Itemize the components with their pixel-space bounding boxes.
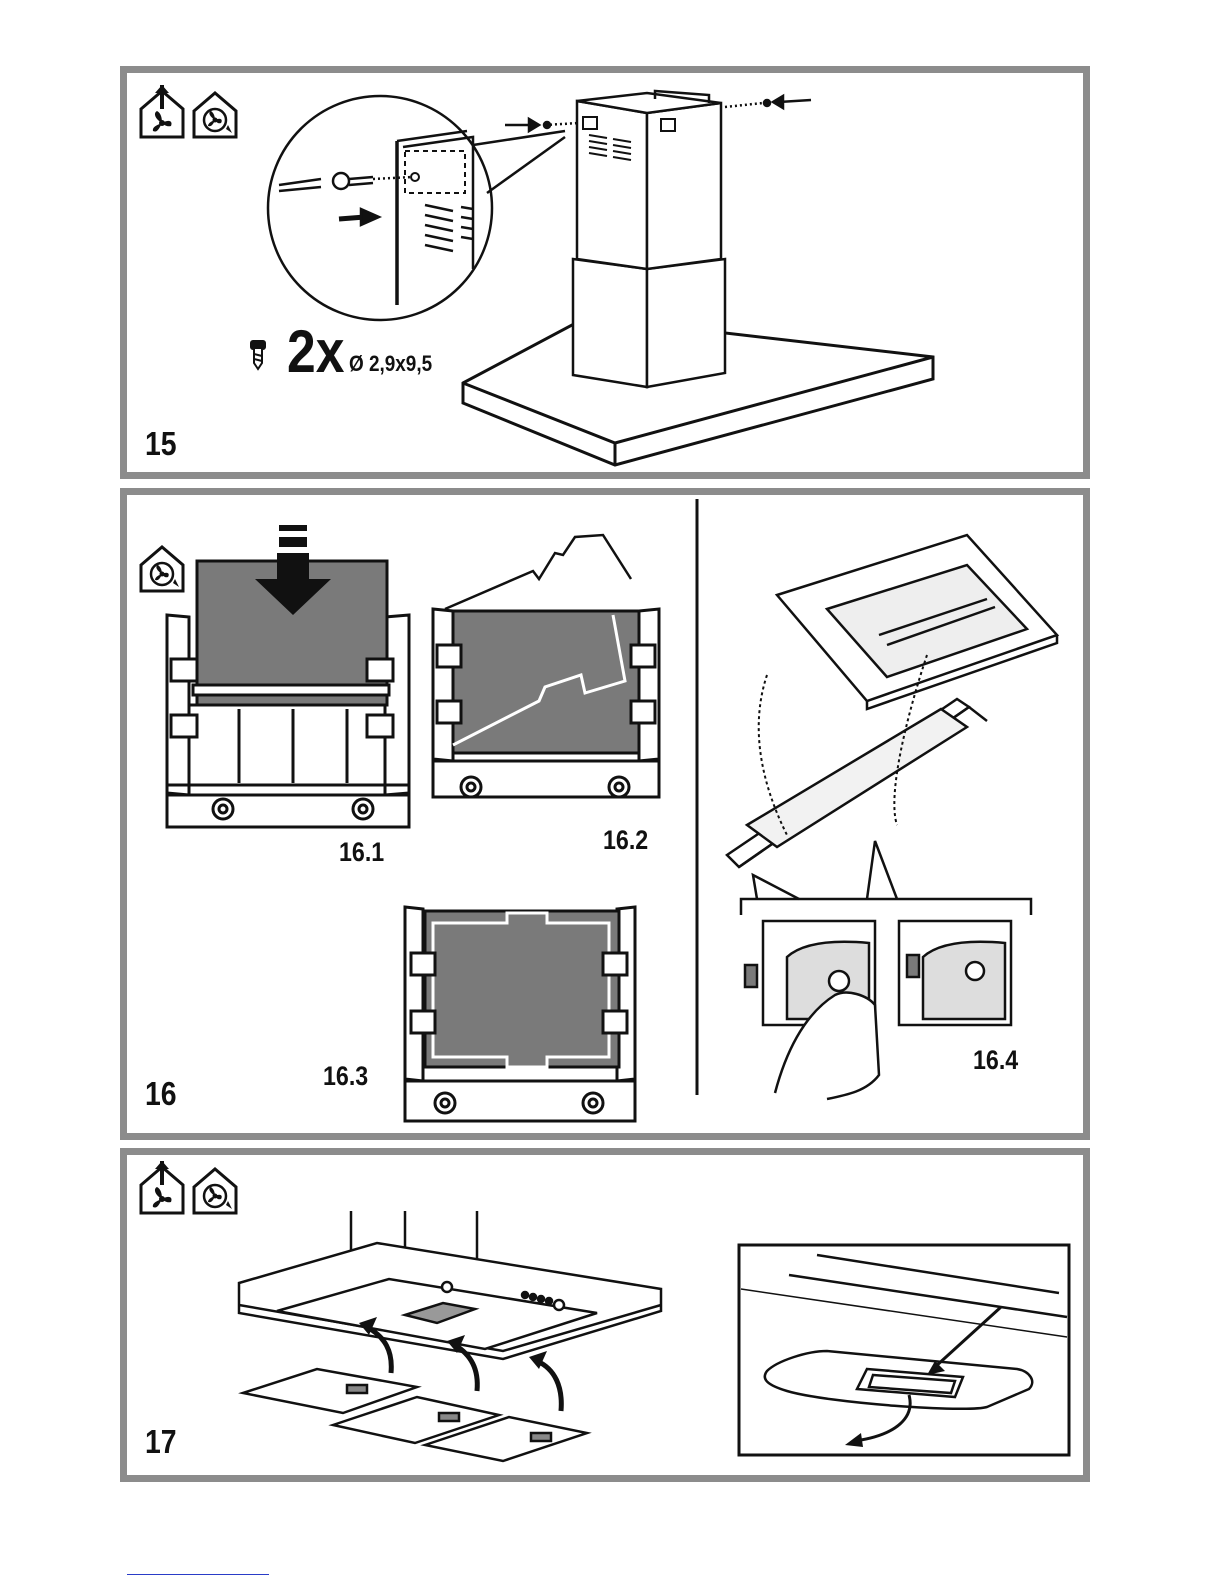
detail-magnifier [268, 96, 565, 320]
chimney-install-drawing [127, 73, 1083, 472]
filter-box-16-2 [433, 535, 659, 797]
hood-underside-16-4 [727, 535, 1057, 867]
step-16-panel: 16.1 16.2 16.3 16.4 16 [120, 488, 1090, 1140]
step-number: 16 [145, 1075, 177, 1113]
sub-label-16-3: 16.3 [323, 1061, 368, 1092]
step-number: 15 [145, 425, 177, 463]
filter-box-16-3 [405, 907, 635, 1121]
handle-detail-inset [739, 1245, 1069, 1455]
grease-filter-drawing [127, 1155, 1083, 1475]
chimney-lower [573, 259, 725, 387]
step-15-panel: 2x Ø 2,9x9,5 15 [120, 66, 1090, 479]
grease-filters [243, 1369, 587, 1461]
sub-label-16-1: 16.1 [339, 837, 384, 868]
chimney-upper [577, 91, 721, 269]
screw-quantity: 2x [287, 317, 344, 386]
step-number: 17 [145, 1423, 177, 1461]
filter-fit-drawings [127, 495, 1083, 1133]
screwdriver-detail [279, 173, 413, 225]
sub-label-16-4: 16.4 [973, 1045, 1018, 1076]
step-17-panel: 17 [120, 1148, 1090, 1482]
footer-link-underline[interactable] [127, 1574, 269, 1575]
sub-label-16-2: 16.2 [603, 825, 648, 856]
screw-size: Ø 2,9x9,5 [349, 351, 432, 377]
screw-icon [251, 341, 265, 369]
